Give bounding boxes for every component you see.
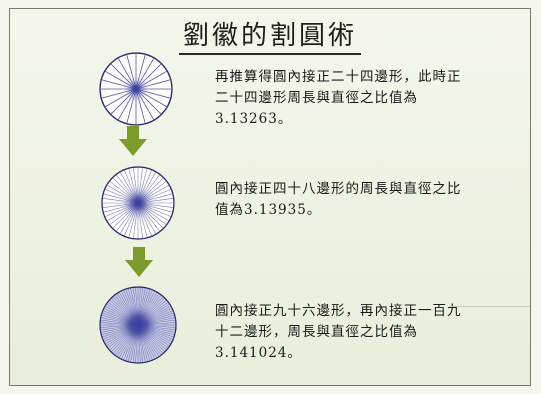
polygon-circle-svg (99, 286, 177, 364)
down-arrow-icon (124, 247, 154, 281)
polygon-96-figure (98, 285, 178, 365)
title-text: 劉徽的割圓術 (178, 21, 361, 55)
polygon-48-figure (100, 165, 176, 241)
center-glow (117, 182, 159, 224)
slide-title: 劉徽的割圓術 (10, 15, 530, 55)
polygon-24-figure (98, 51, 174, 127)
down-arrow-icon (118, 126, 148, 160)
center-glow (119, 72, 153, 106)
step-text-24: 再推算得圓內接正二十四邊形，此時正二十四邊形周長與直徑之比值為3.13263。 (215, 69, 462, 127)
slide: 劉徽的割圓術 再推算得圓內接正二十四邊形，此時正二十四邊形周長與直徑之比值為3.… (9, 8, 531, 386)
circle-outline (99, 52, 173, 126)
polygon-circle-svg (99, 52, 173, 126)
circle-outline (99, 286, 177, 364)
polygon-circle-svg (101, 166, 175, 240)
step-text-48: 圓內接正四十八邊形的周長與直徑之比值為3.13935。 (215, 181, 462, 218)
center-glow (111, 298, 165, 352)
step-text-96: 圓內接正九十六邊形，再內接正一百九十二邊形，周長與直徑之比值為3.141024。 (215, 303, 462, 361)
divider-line (450, 306, 530, 307)
circle-outline (101, 166, 175, 240)
